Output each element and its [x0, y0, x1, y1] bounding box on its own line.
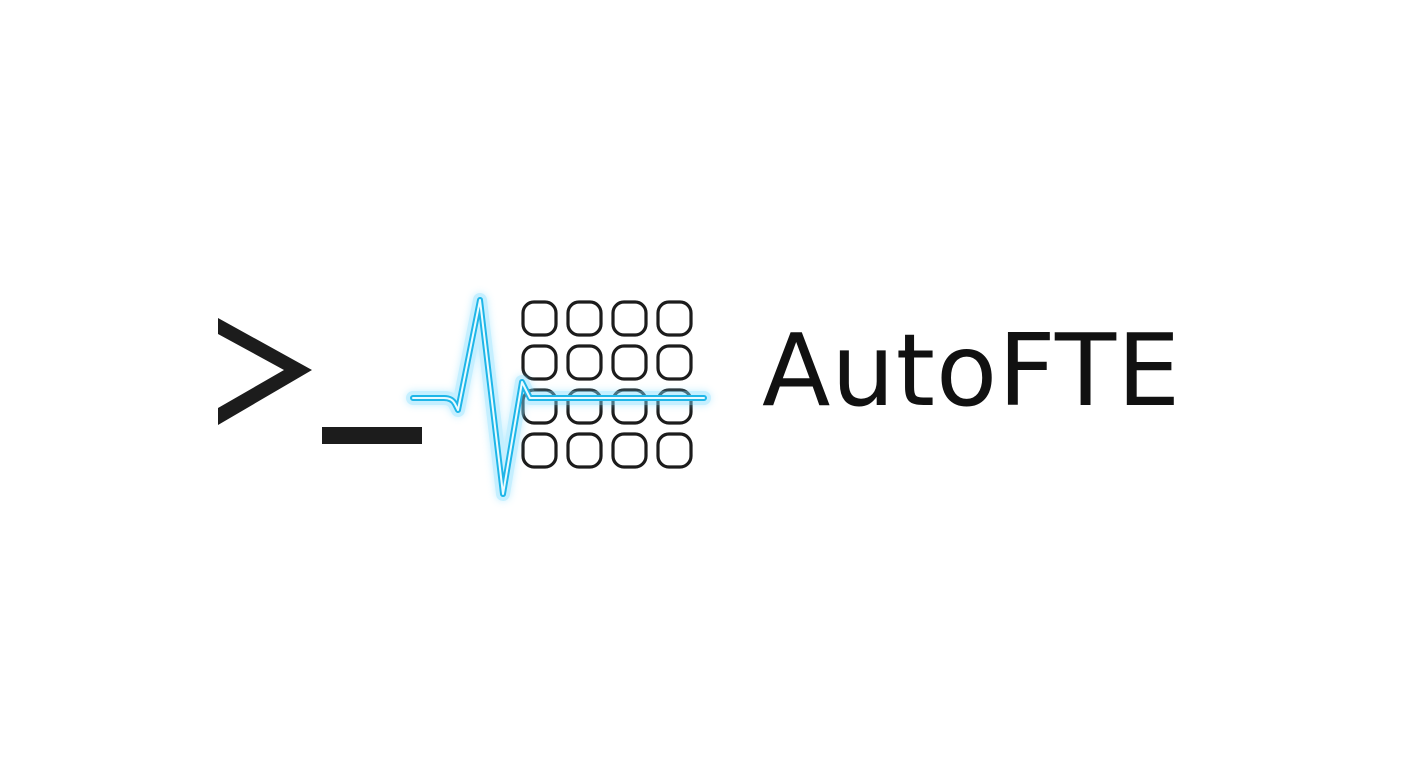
grid-cell	[566, 432, 603, 469]
grid-cell	[521, 344, 558, 381]
grid-cell	[611, 344, 648, 381]
grid-cell	[566, 388, 603, 425]
prompt-underscore	[322, 427, 422, 444]
brand-wordmark: AutoFTE	[762, 312, 1182, 429]
grid-cell	[656, 344, 693, 381]
grid-cell	[566, 344, 603, 381]
grid-cell	[656, 388, 693, 425]
terminal-prompt-icon	[218, 318, 422, 444]
grid-cell	[611, 432, 648, 469]
grid-cell	[521, 432, 558, 469]
grid-cell	[656, 300, 693, 337]
grid-cell	[656, 432, 693, 469]
prompt-chevron	[218, 318, 312, 425]
grid-cell	[611, 388, 648, 425]
grid-cell	[566, 300, 603, 337]
rounded-square-grid-icon	[521, 300, 693, 469]
grid-cell	[521, 300, 558, 337]
grid-cell	[611, 300, 648, 337]
heartbeat-pulse-icon	[406, 293, 711, 501]
pulse-core	[412, 299, 705, 495]
